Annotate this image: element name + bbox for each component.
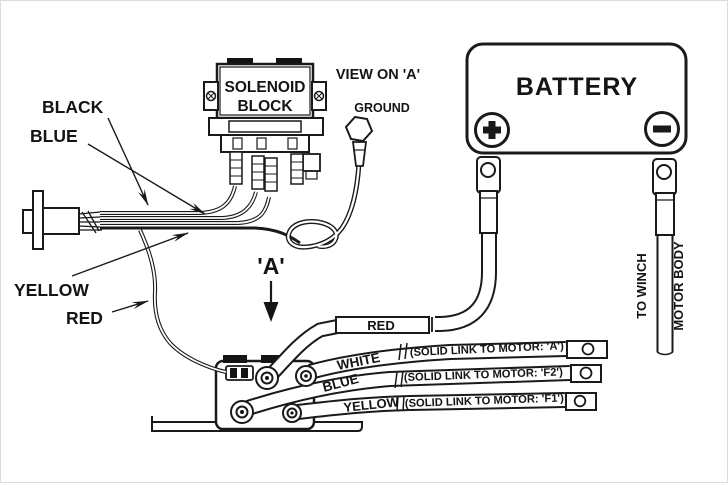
motor-tab-icon	[223, 355, 247, 363]
connector-plug	[22, 190, 102, 250]
label-leaders	[71, 117, 206, 313]
ground-label: GROUND	[354, 101, 410, 115]
negative-battery-cable	[652, 158, 677, 356]
yellow-cable-label: YELLOW	[343, 394, 401, 415]
battery-positive-icon	[474, 112, 510, 148]
cable-yellow	[297, 392, 597, 420]
ground-bolt-icon	[344, 115, 374, 167]
yellow-wire-label: YELLOW	[14, 280, 89, 300]
base-plate	[151, 416, 363, 432]
negative-lug-hole-icon	[656, 164, 672, 180]
cable-white	[307, 340, 608, 380]
positive-battery-cable	[435, 156, 501, 332]
yellow-cable-note: (SOLID LINK TO MOTOR: 'F1')	[405, 392, 565, 410]
battery	[465, 42, 688, 155]
yellow-ring-terminal-icon	[573, 394, 587, 408]
blue-cable-note: (SOLID LINK TO MOTOR: 'F2')	[404, 366, 564, 384]
white-ring-terminal-icon	[581, 342, 595, 356]
red-cable-label: RED	[367, 318, 394, 333]
motor-studs	[225, 365, 317, 424]
solenoid-label-line1: SOLENOID	[225, 79, 306, 96]
red-wire-label: RED	[66, 308, 103, 328]
a-view-arrow-icon	[263, 281, 279, 322]
view-on-a-label: VIEW ON 'A'	[336, 67, 420, 83]
to-winch-label: TO WINCH	[634, 253, 649, 318]
wire-harness	[100, 185, 301, 374]
black-wire-label: BLACK	[42, 97, 104, 117]
blue-label-leader	[87, 143, 206, 215]
cable-red	[266, 316, 433, 380]
red-wire	[138, 229, 227, 374]
positive-lug-hole-icon	[480, 162, 496, 178]
solenoid-studs	[229, 151, 304, 192]
a-marker-label: 'A'	[257, 253, 285, 279]
battery-label: BATTERY	[516, 73, 638, 101]
solenoid-side-terminal-icon	[302, 153, 321, 172]
red-label-leader	[111, 300, 149, 313]
solenoid-label-line2: BLOCK	[237, 98, 293, 115]
battery-negative-icon	[644, 111, 680, 147]
ground-wire	[285, 162, 362, 250]
solenoid-block	[203, 58, 327, 192]
yellow-wire	[100, 226, 301, 245]
solenoid-tab-icon	[276, 58, 302, 66]
yellow-label-leader	[71, 232, 189, 277]
motor-tab-icon	[261, 355, 285, 363]
solenoid-tab-icon	[227, 58, 253, 66]
blue-ring-terminal-icon	[579, 366, 593, 380]
black-label-leader	[107, 117, 149, 206]
cable-blue	[245, 364, 602, 416]
blue-wire-label: BLUE	[30, 126, 78, 146]
motor-body-label: MOTOR BODY	[671, 241, 686, 331]
